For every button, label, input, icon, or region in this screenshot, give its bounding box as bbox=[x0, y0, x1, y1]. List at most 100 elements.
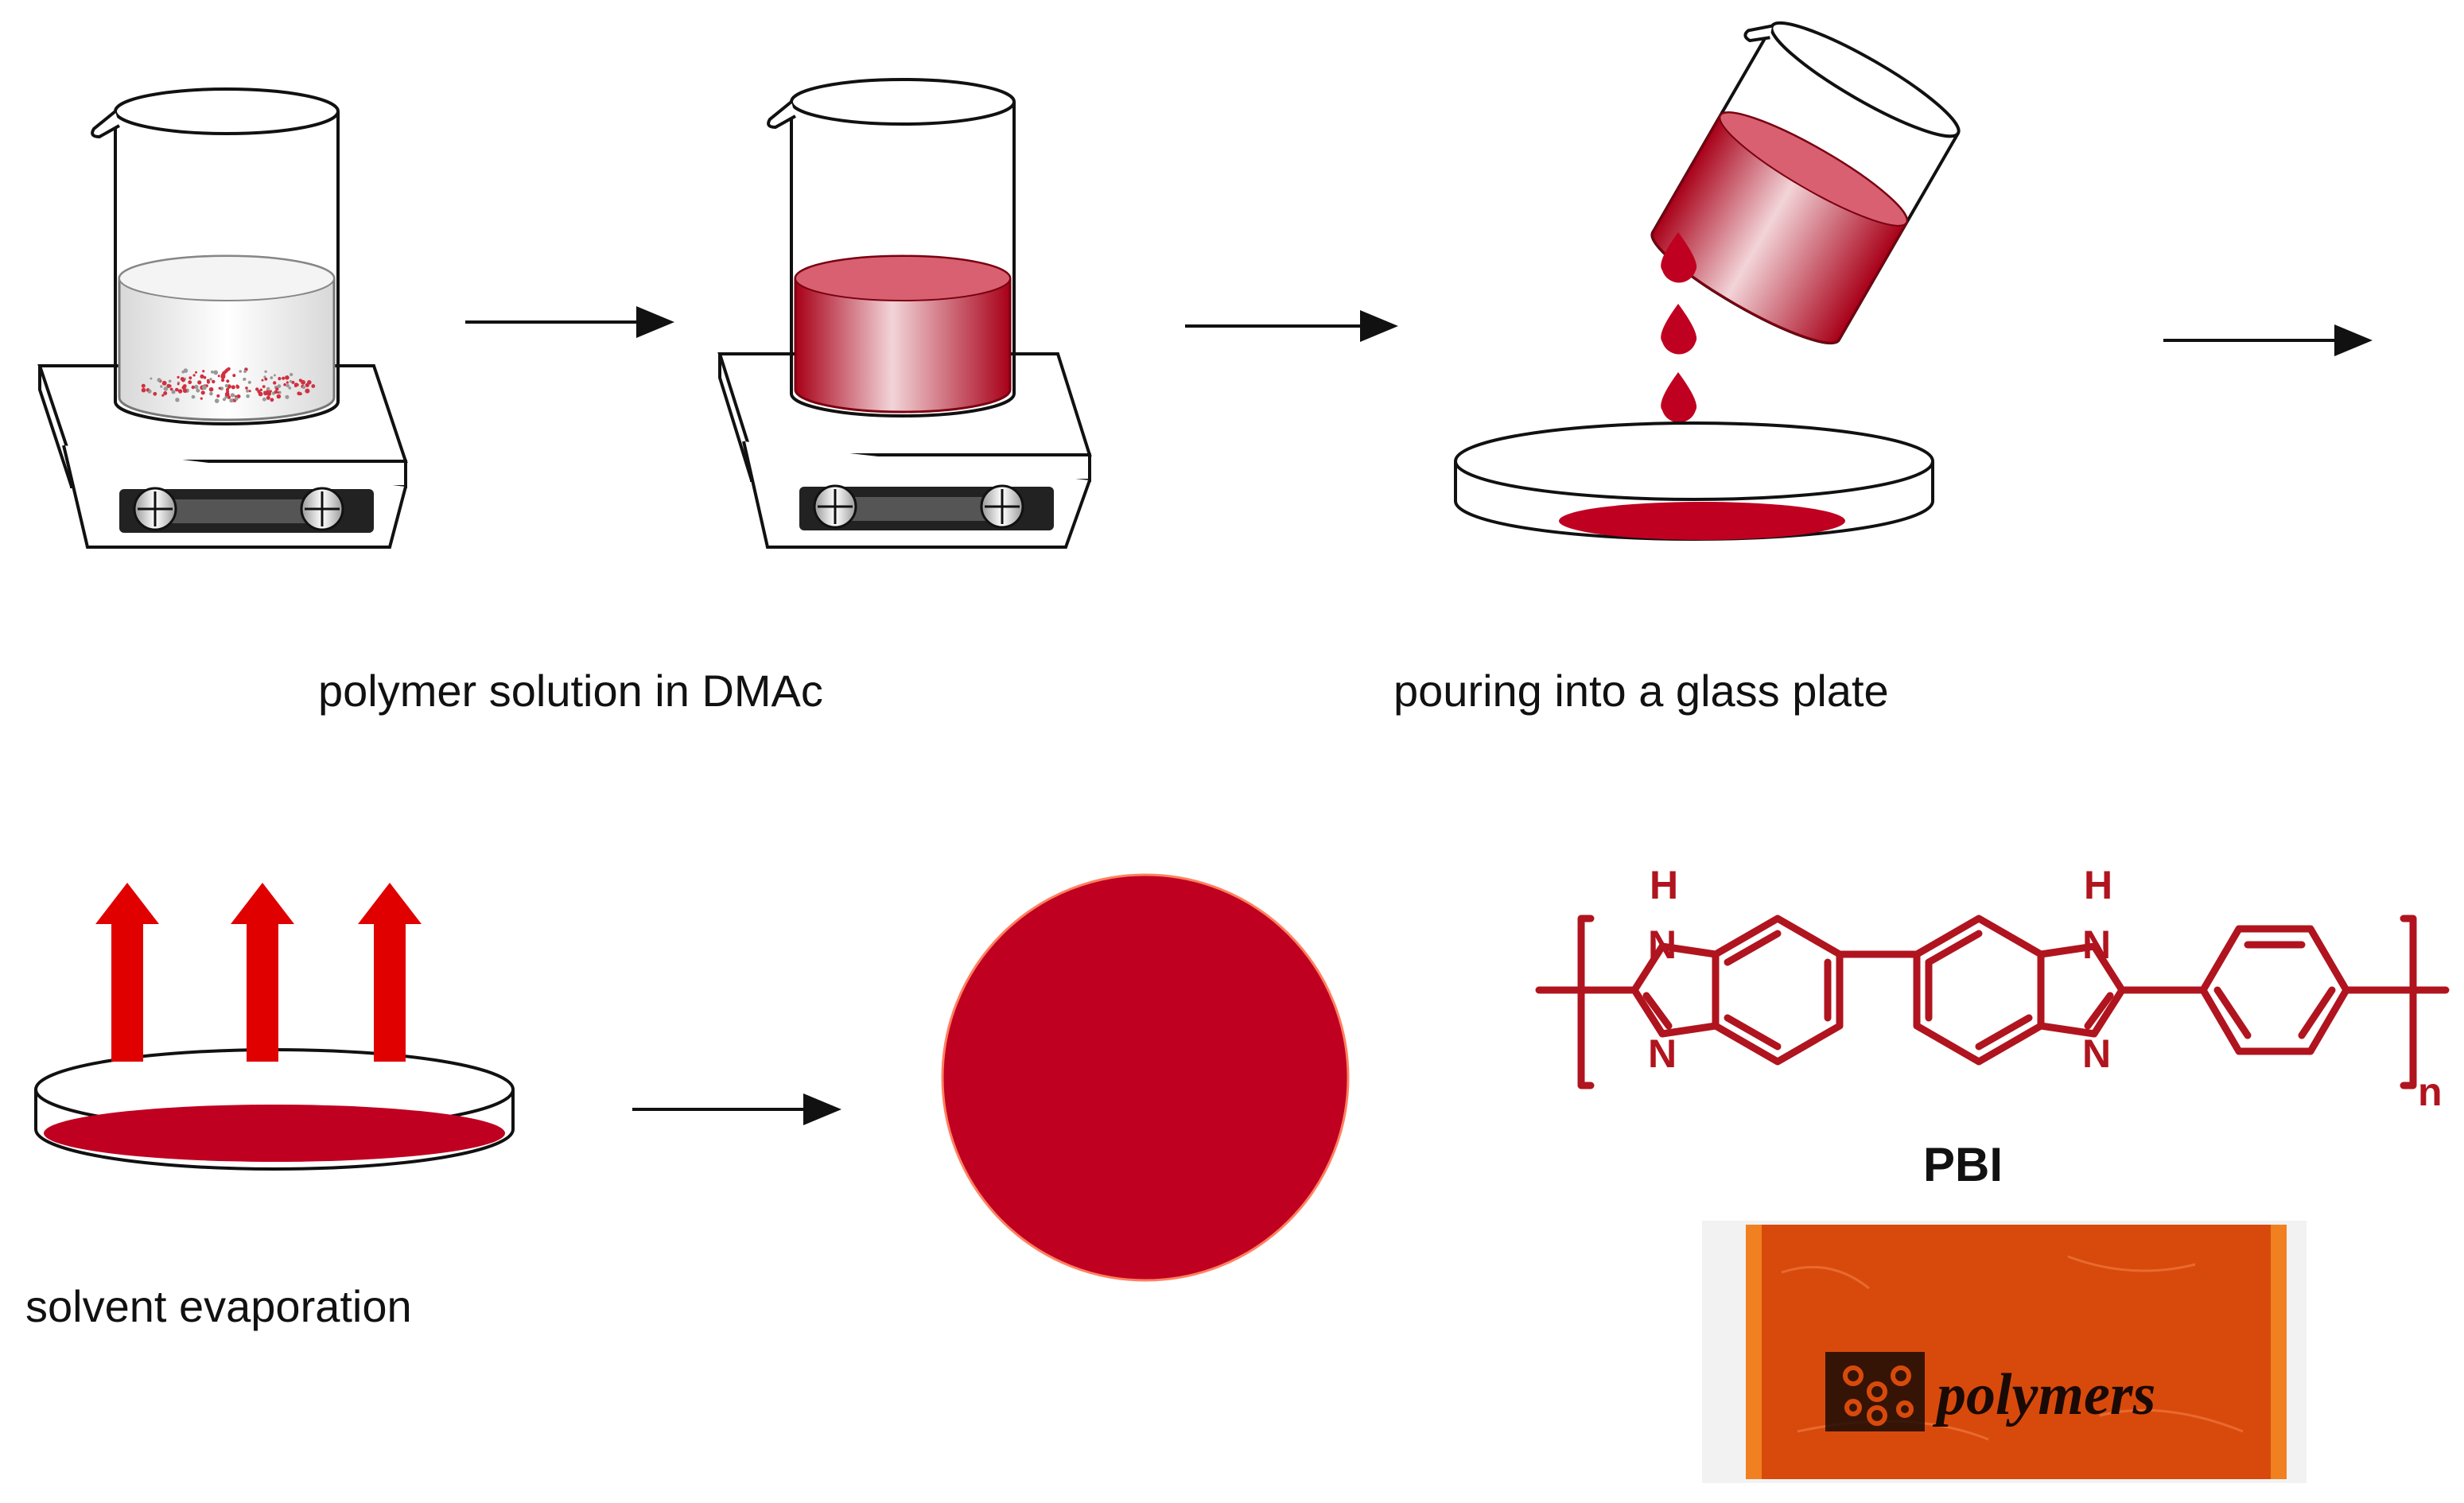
particle bbox=[168, 379, 172, 383]
particle bbox=[177, 375, 180, 379]
particle bbox=[171, 390, 176, 394]
particle bbox=[247, 380, 251, 384]
particle bbox=[270, 398, 274, 402]
particle bbox=[163, 391, 168, 395]
particle bbox=[222, 398, 227, 402]
particle bbox=[169, 387, 173, 391]
polymer-particles bbox=[141, 367, 316, 403]
particle bbox=[257, 390, 261, 394]
knob-icon bbox=[813, 484, 857, 529]
particle bbox=[277, 391, 280, 394]
particle bbox=[266, 395, 270, 400]
particle bbox=[266, 391, 272, 396]
pbi-structure bbox=[1535, 915, 2450, 1089]
particle bbox=[175, 398, 180, 402]
membrane-disc bbox=[941, 873, 1350, 1282]
particle bbox=[311, 384, 316, 388]
particle bbox=[150, 377, 153, 380]
particle bbox=[278, 390, 282, 394]
particle bbox=[224, 391, 230, 397]
step3-caption: solvent evaporation bbox=[25, 1281, 412, 1331]
particle bbox=[285, 394, 290, 399]
evaporation-arrow-icon bbox=[358, 883, 422, 1062]
particle bbox=[217, 375, 220, 378]
knob-icon bbox=[980, 484, 1024, 529]
particle bbox=[166, 384, 171, 388]
particle bbox=[264, 370, 267, 373]
particle bbox=[283, 383, 286, 386]
particle bbox=[177, 389, 183, 394]
particle bbox=[188, 376, 192, 380]
particle bbox=[235, 384, 239, 387]
particle bbox=[191, 385, 195, 390]
particle bbox=[301, 379, 305, 385]
particle bbox=[175, 387, 179, 392]
particle bbox=[229, 398, 234, 403]
photo-logo-text: polymers bbox=[1932, 1362, 2155, 1427]
particle bbox=[196, 388, 200, 393]
particle bbox=[183, 368, 188, 373]
particle bbox=[161, 380, 167, 386]
particle bbox=[286, 381, 289, 384]
particle bbox=[282, 376, 286, 380]
step1-caption: polymer solution in DMAc bbox=[318, 666, 823, 716]
particle bbox=[232, 374, 236, 378]
solution-drop-icon bbox=[1661, 304, 1697, 355]
particle bbox=[208, 386, 214, 392]
particle bbox=[163, 386, 169, 391]
particle bbox=[288, 386, 292, 390]
particle bbox=[262, 385, 266, 388]
particle bbox=[194, 384, 199, 390]
particle bbox=[290, 372, 293, 377]
particle bbox=[246, 394, 250, 398]
particle bbox=[209, 378, 212, 381]
particle bbox=[200, 390, 205, 395]
solution-drop-icon bbox=[1661, 372, 1697, 423]
beaker-2 bbox=[767, 78, 1016, 418]
glass-plate bbox=[1454, 421, 1934, 541]
particle bbox=[270, 376, 274, 379]
evaporation-dish bbox=[34, 1048, 515, 1171]
particle bbox=[146, 388, 150, 391]
particle bbox=[192, 374, 196, 377]
particle bbox=[213, 370, 219, 375]
solution-drop-icon bbox=[1661, 232, 1697, 283]
particle bbox=[291, 380, 295, 384]
particle bbox=[216, 394, 220, 398]
beaker-1 bbox=[91, 87, 340, 425]
particle bbox=[263, 390, 266, 394]
particle bbox=[301, 385, 306, 390]
particle bbox=[181, 378, 185, 383]
atom-n-right-top: N bbox=[2082, 922, 2111, 967]
particle bbox=[274, 390, 278, 394]
evaporation-arrow-icon bbox=[95, 883, 159, 1062]
particle bbox=[299, 392, 302, 396]
atom-nh-right: H bbox=[2084, 863, 2112, 907]
polymers-logo-icon bbox=[1825, 1352, 1925, 1431]
particle bbox=[276, 394, 282, 399]
particle bbox=[161, 394, 165, 397]
knob-icon bbox=[300, 487, 344, 531]
particle bbox=[191, 394, 196, 399]
membrane-photo: polymers bbox=[1702, 1221, 2307, 1483]
particle bbox=[285, 375, 290, 380]
particle bbox=[209, 391, 213, 396]
particle bbox=[231, 385, 235, 390]
particle bbox=[262, 397, 266, 402]
particle bbox=[305, 383, 309, 387]
particle bbox=[200, 397, 203, 400]
particle bbox=[214, 398, 220, 403]
particle bbox=[224, 383, 229, 388]
atom-n-left-top: N bbox=[1648, 922, 1677, 967]
particle bbox=[275, 387, 279, 391]
particle bbox=[153, 391, 157, 396]
evaporation-arrow-icon bbox=[231, 883, 294, 1062]
particle bbox=[197, 380, 202, 385]
particle bbox=[245, 386, 248, 390]
repeat-unit-n: n bbox=[2418, 1070, 2443, 1114]
particle bbox=[201, 385, 207, 390]
tilted-beaker bbox=[1650, 21, 1961, 345]
particle bbox=[266, 386, 270, 391]
particle bbox=[227, 367, 231, 371]
step2-caption: pouring into a glass plate bbox=[1393, 666, 1889, 716]
